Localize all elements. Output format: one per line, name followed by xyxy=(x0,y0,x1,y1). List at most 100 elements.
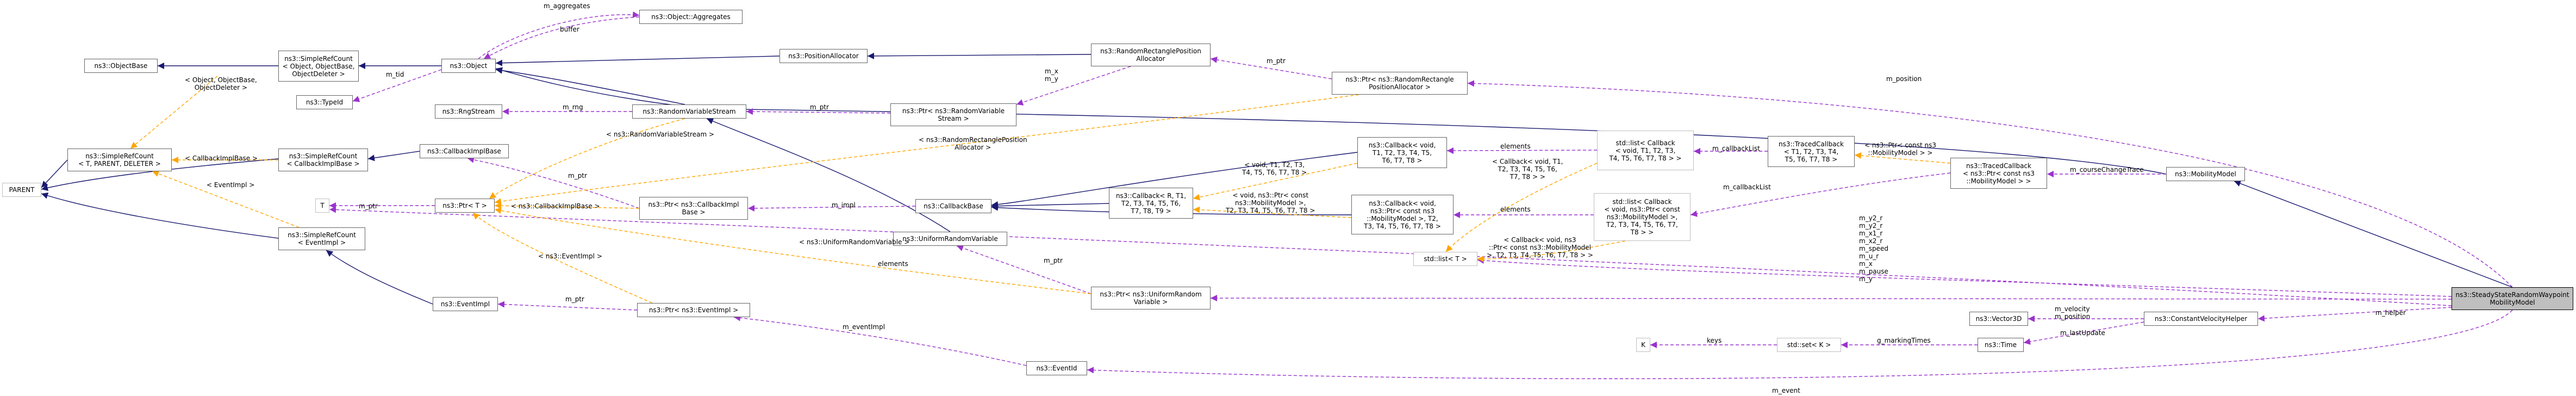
node-rngstream[interactable]: ns3::RngStream xyxy=(435,104,502,119)
label-elements-top: elements xyxy=(1500,143,1531,150)
label-buffer: buffer xyxy=(560,26,579,33)
edge-cbimplbase-srcount xyxy=(367,151,420,162)
node-simplerefcount-object[interactable]: ns3::SimpleRefCount < Object, ObjectBase… xyxy=(278,51,359,82)
label-m-ptr-rrpa: m_ptr xyxy=(1267,57,1286,65)
edge-callback-mm-cbbase xyxy=(991,204,1352,215)
label-m-helper: m_helper xyxy=(2375,309,2406,317)
node-object[interactable]: ns3::Object xyxy=(441,59,496,73)
node-simplerefcount-eventimpl[interactable]: ns3::SimpleRefCount < EventImpl > xyxy=(278,227,365,250)
edge-rrpa-ptr-rvs xyxy=(1016,66,1131,106)
node-callback-t[interactable]: ns3::Callback< void, T1, T2, T3, T4, T5,… xyxy=(1357,137,1447,168)
node-objectbase[interactable]: ns3::ObjectBase xyxy=(84,59,158,73)
node-eventimpl[interactable]: ns3::EventImpl xyxy=(433,297,498,311)
label-m-coursechangetrace: m_courseChangeTrace xyxy=(2070,166,2144,174)
edge-tmpl-ptr-t-urv xyxy=(494,207,1091,294)
node-stdset-k[interactable]: std::set< K > xyxy=(1777,338,1841,352)
label-m-eventimpl: m_eventImpl xyxy=(843,323,885,331)
label-m-ptr-urv: m_ptr xyxy=(1044,257,1063,264)
edge-tmpl-ptr-t-cbimpl xyxy=(494,202,640,209)
node-callback-r[interactable]: ns3::Callback< R, T1, T2, T3, T4, T5, T6… xyxy=(1109,188,1193,219)
label-tmpl-stdlist-cb: < Callback< void, T1, T2, T3, T4, T5, T6… xyxy=(1492,158,1563,181)
label-m-callbacklist-bot: m_callbackList xyxy=(1723,183,1771,191)
label-tmpl-eventimpl: < EventImpl > xyxy=(207,181,255,189)
label-m-ptr-eventimpl: m_ptr xyxy=(565,295,584,303)
edge-tmpl-callback-r-mm xyxy=(1193,206,1352,218)
node-time[interactable]: ns3::Time xyxy=(1978,338,2024,352)
node-ptr-callbackimplbase[interactable]: ns3::Ptr< ns3::CallbackImpl Base > xyxy=(639,197,748,220)
node-ptr-eventimpl[interactable]: ns3::Ptr< ns3::EventImpl > xyxy=(637,303,750,317)
edge-ptr-eventimpl-eventimpl xyxy=(497,301,638,311)
node-vector3d[interactable]: ns3::Vector3D xyxy=(1969,312,2028,326)
node-simplerefcount-callbackimpl[interactable]: ns3::SimpleRefCount < CallbackImplBase > xyxy=(278,148,368,171)
label-m-event: m_event xyxy=(1772,387,1800,394)
node-parent[interactable]: PARENT xyxy=(2,183,41,197)
label-g-markingtimes: g_markingTimes xyxy=(1877,337,1931,344)
node-steadystaterandomwaypoint[interactable]: ns3::SteadyStateRandomWaypoint MobilityM… xyxy=(2452,287,2573,310)
label-tmpl-cbimplbase: < ns3::CallbackImplBase > xyxy=(511,202,600,210)
label-tmpl-rrpa: < ns3::RandomRectanglePosition Allocator… xyxy=(919,136,1027,151)
edge-rvs-object xyxy=(495,67,685,105)
edge-tmpl-stdlist-cbmm xyxy=(1477,240,1626,262)
edge-tmpl-ptr-t-rrpa xyxy=(494,94,1359,205)
edge-tmpl-srcount-eventimpl xyxy=(152,170,300,228)
node-ptr-uniformrandomvariable[interactable]: ns3::Ptr< ns3::UniformRandom Variable > xyxy=(1091,287,1211,310)
node-callback-mobilitymodel[interactable]: ns3::Callback< void, ns3::Ptr< const ns3… xyxy=(1351,195,1454,234)
label-tmpl-callback-t: < void, T1, T2, T3, T4, T5, T6, T7, T8 > xyxy=(1242,161,1307,176)
edge-aggregates-object xyxy=(483,16,640,59)
node-randomrectanglepositionallocator[interactable]: ns3::RandomRectanglePosition Allocator xyxy=(1091,44,1211,66)
label-m-callbacklist-top: m_callbackList xyxy=(1712,145,1760,152)
label-m-ptr-rvs: m_ptr xyxy=(810,103,829,111)
node-mobilitymodel[interactable]: ns3::MobilityModel xyxy=(2166,167,2245,181)
node-stdlist-t[interactable]: std::list< T > xyxy=(1413,252,1477,266)
label-m-rng: m_rng xyxy=(563,103,583,111)
node-randomvariablestream[interactable]: ns3::RandomVariableStream xyxy=(632,104,746,119)
node-typeid[interactable]: ns3::TypeId xyxy=(296,95,353,109)
node-eventid[interactable]: ns3::EventId xyxy=(1026,361,1087,375)
edge-callback-t-cbbase xyxy=(991,152,1358,208)
node-t[interactable]: T xyxy=(315,199,329,213)
edge-ptr-rrpa-rrpa xyxy=(1210,57,1332,79)
edge-callback-r-cbbase xyxy=(991,202,1109,209)
node-tracedcallback[interactable]: ns3::TracedCallback < T1, T2, T3, T4, T5… xyxy=(1768,136,1855,167)
edge-srcount-eventimpl-parent xyxy=(41,192,279,239)
node-callbackimplbase[interactable]: ns3::CallbackImplBase xyxy=(420,144,509,158)
label-m-ptr-t: m_ptr xyxy=(359,202,378,210)
node-aggregates[interactable]: ns3::Object::Aggregates xyxy=(639,10,743,24)
label-tmpl-eventimpl-ptr: < ns3::EventImpl > xyxy=(538,252,602,260)
label-m-velocity-position: m_velocity m_position xyxy=(2055,305,2091,320)
label-m-position: m_position xyxy=(1886,75,1922,83)
edge-object-aggregates-buffer xyxy=(478,11,640,59)
node-k[interactable]: K xyxy=(1636,338,1650,352)
node-simplerefcount-t-parent[interactable]: ns3::SimpleRefCount < T, PARENT, DELETER… xyxy=(67,148,172,171)
edge-stdlist-cb-callback-t xyxy=(1446,147,1598,154)
node-positionallocator[interactable]: ns3::PositionAllocator xyxy=(779,49,868,63)
label-elements-mid: elements xyxy=(1500,206,1531,213)
edge-ptr-rvs-rvs xyxy=(746,108,891,115)
node-tracedcallback-mobilitymodel[interactable]: ns3::TracedCallback < ns3::Ptr< const ns… xyxy=(1950,158,2047,189)
edge-tmpl-callback-r-t xyxy=(1193,163,1358,201)
label-tmpl-rvs: < ns3::RandomVariableStream > xyxy=(606,131,715,138)
edge-srcount-cbimpl-parent xyxy=(41,158,279,191)
node-ptr-randomvariablestream[interactable]: ns3::Ptr< ns3::RandomVariable Stream > xyxy=(890,103,1016,126)
edge-mobilitymodel-object xyxy=(495,67,2167,175)
label-m-tid: m_tid xyxy=(386,71,404,78)
edge-steady-ptr-rrpa xyxy=(1467,80,2513,288)
edge-srcount-tparent-parent xyxy=(41,159,68,188)
node-stdlist-callback-mobilitymodel[interactable]: std::list< Callback < void, ns3::Ptr< co… xyxy=(1594,193,1691,241)
edge-eventimpl-srcount xyxy=(326,250,433,305)
label-tmpl-stdlist-cbmm: < Callback< void, ns3 ::Ptr< const ns3::… xyxy=(1487,236,1593,259)
label-tmpl-callback-r: < void, ns3::Ptr< const ns3::MobilityMod… xyxy=(1226,191,1315,214)
label-random-variables: m_y2_r m_y2_r m_x1_r m_x2_r m_speed m_u_… xyxy=(1859,214,1888,283)
node-callbackbase[interactable]: ns3::CallbackBase xyxy=(915,199,991,213)
edge-steady-cvhelper xyxy=(2257,307,2452,322)
edge-steady-mobilitymodel xyxy=(2234,180,2513,288)
node-ptr-t[interactable]: ns3::Ptr< T > xyxy=(435,199,495,213)
node-ptr-randomrectangle[interactable]: ns3::Ptr< ns3::RandomRectangle PositionA… xyxy=(1332,72,1468,95)
node-constantvelocityhelper[interactable]: ns3::ConstantVelocityHelper xyxy=(2144,312,2258,326)
edge-steady-stdlist-t xyxy=(1477,257,2452,297)
label-elements-left: elements xyxy=(878,260,908,268)
node-stdlist-callback[interactable]: std::list< Callback < void, T1, T2, T3, … xyxy=(1597,131,1694,170)
node-uniformrandomvariable[interactable]: ns3::UniformRandomVariable xyxy=(893,232,1007,246)
edge-traced-mm-stdlist-cbmm xyxy=(1690,172,1951,217)
edge-steady-ptr-urv xyxy=(1210,295,2452,302)
